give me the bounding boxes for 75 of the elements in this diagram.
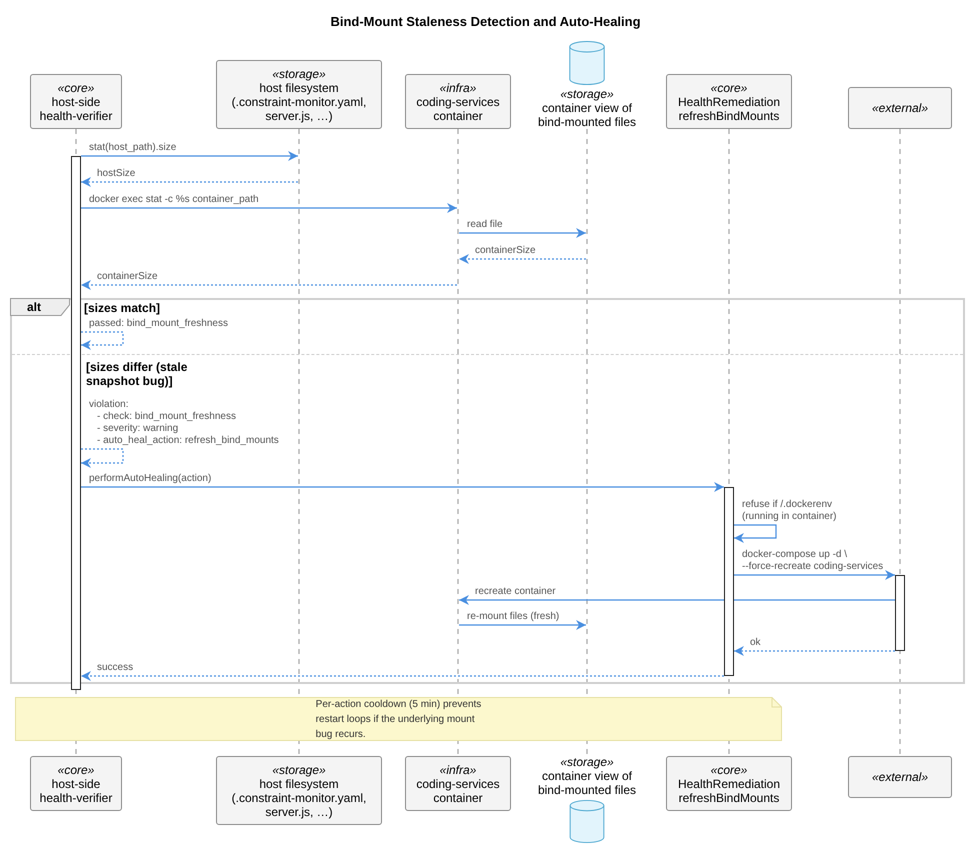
lifeline: [899, 129, 901, 756]
participant-name: coding-services container: [416, 776, 500, 804]
stereotype-label: «core»: [58, 80, 94, 94]
participant-box: [666, 756, 792, 811]
message-label: containerSize: [97, 271, 158, 283]
return-arrow: [81, 177, 298, 187]
message-label: containerSize: [475, 245, 536, 257]
participant-box: [30, 74, 122, 129]
stereotype-label: «infra»: [440, 762, 476, 776]
self-message-arrow: [81, 331, 124, 350]
return-arrow: [459, 254, 586, 264]
message-label: passed: bind_mount_freshness: [89, 318, 228, 330]
activation-bar: [724, 487, 734, 676]
guard-condition: [sizes differ (stale snapshot bug)]: [86, 360, 188, 388]
message-arrow: [81, 151, 298, 161]
message-arrow: [459, 620, 586, 630]
message-label: violation: - check: bind_mount_freshness - severity: warning - auto_heal_action: refresh_bind_mounts: [89, 399, 279, 447]
note-text: Per-action cooldown (5 min) prevents restart loops if the underlying mount bug recurs.: [316, 698, 482, 742]
guard-condition: [sizes match]: [84, 301, 160, 315]
participant-name: HealthRemediation refreshBindMounts: [678, 776, 780, 804]
participant-name: host-side health-verifier: [40, 776, 112, 804]
participant-box: [666, 74, 792, 129]
participant-box: [405, 756, 511, 811]
message-label: refuse if /.dockerenv (running in container): [742, 499, 836, 523]
diagram-title: Bind-Mount Staleness Detection and Auto-Healing: [330, 14, 641, 29]
message-arrow: [459, 228, 586, 238]
message-label: hostSize: [97, 168, 136, 180]
stereotype-label: «infra»: [440, 80, 476, 94]
message-label: read file: [467, 219, 503, 231]
participant-name: HealthRemediation refreshBindMounts: [678, 94, 780, 122]
stereotype-label: «storage»: [272, 762, 326, 776]
stereotype-label: «storage»: [272, 66, 326, 80]
message-arrow: [81, 482, 724, 492]
message-arrow: [81, 203, 457, 213]
stereotype-label: «core»: [710, 762, 748, 776]
participant-name: container view of bind-mounted files: [538, 769, 636, 797]
activation-bar: [895, 575, 905, 651]
stereotype-label: «core»: [58, 762, 94, 776]
participant-box: [216, 60, 382, 129]
stereotype-label: «storage»: [560, 755, 614, 769]
stereotype-label: «external»: [872, 770, 928, 784]
message-arrow: [459, 595, 895, 605]
participant-box: [405, 74, 511, 129]
participant-name: host filesystem (.constraint-monitor.yaml, server.js, …): [232, 80, 366, 122]
participant-name: host filesystem (.constraint-monitor.yaml, server.js, …): [232, 776, 366, 818]
return-arrow: [81, 280, 457, 290]
message-label: success: [97, 662, 134, 674]
message-arrow: [734, 570, 895, 580]
stereotype-label: «storage»: [560, 87, 614, 101]
message-label: docker-compose up -d \ --force-recreate coding-services: [742, 549, 884, 573]
self-message-arrow: [734, 524, 777, 543]
participant-box: [848, 87, 952, 129]
fragment-operator: alt: [10, 298, 70, 316]
message-label: recreate container: [475, 586, 556, 598]
lifeline: [586, 129, 588, 755]
note: [15, 697, 782, 741]
participant-box: [848, 756, 952, 798]
participant-box: [216, 756, 382, 825]
participant-name: host-side health-verifier: [40, 94, 112, 122]
lifeline: [457, 129, 459, 756]
participant-name: container view of bind-mounted files: [538, 101, 636, 129]
message-label: performAutoHealing(action): [89, 473, 212, 485]
participant-name: coding-services container: [416, 94, 500, 122]
return-arrow: [734, 646, 895, 656]
message-label: stat(host_path).size: [89, 142, 176, 154]
return-arrow: [81, 671, 724, 681]
message-label: docker exec stat -c %s container_path: [89, 194, 259, 206]
stereotype-label: «core»: [710, 80, 748, 94]
message-label: re-mount files (fresh): [467, 611, 560, 623]
activation-bar: [71, 156, 81, 690]
self-message-arrow: [81, 448, 124, 468]
stereotype-label: «external»: [872, 101, 928, 115]
lifeline: [298, 129, 300, 756]
message-label: ok: [750, 637, 761, 649]
participant-box: [30, 756, 122, 811]
